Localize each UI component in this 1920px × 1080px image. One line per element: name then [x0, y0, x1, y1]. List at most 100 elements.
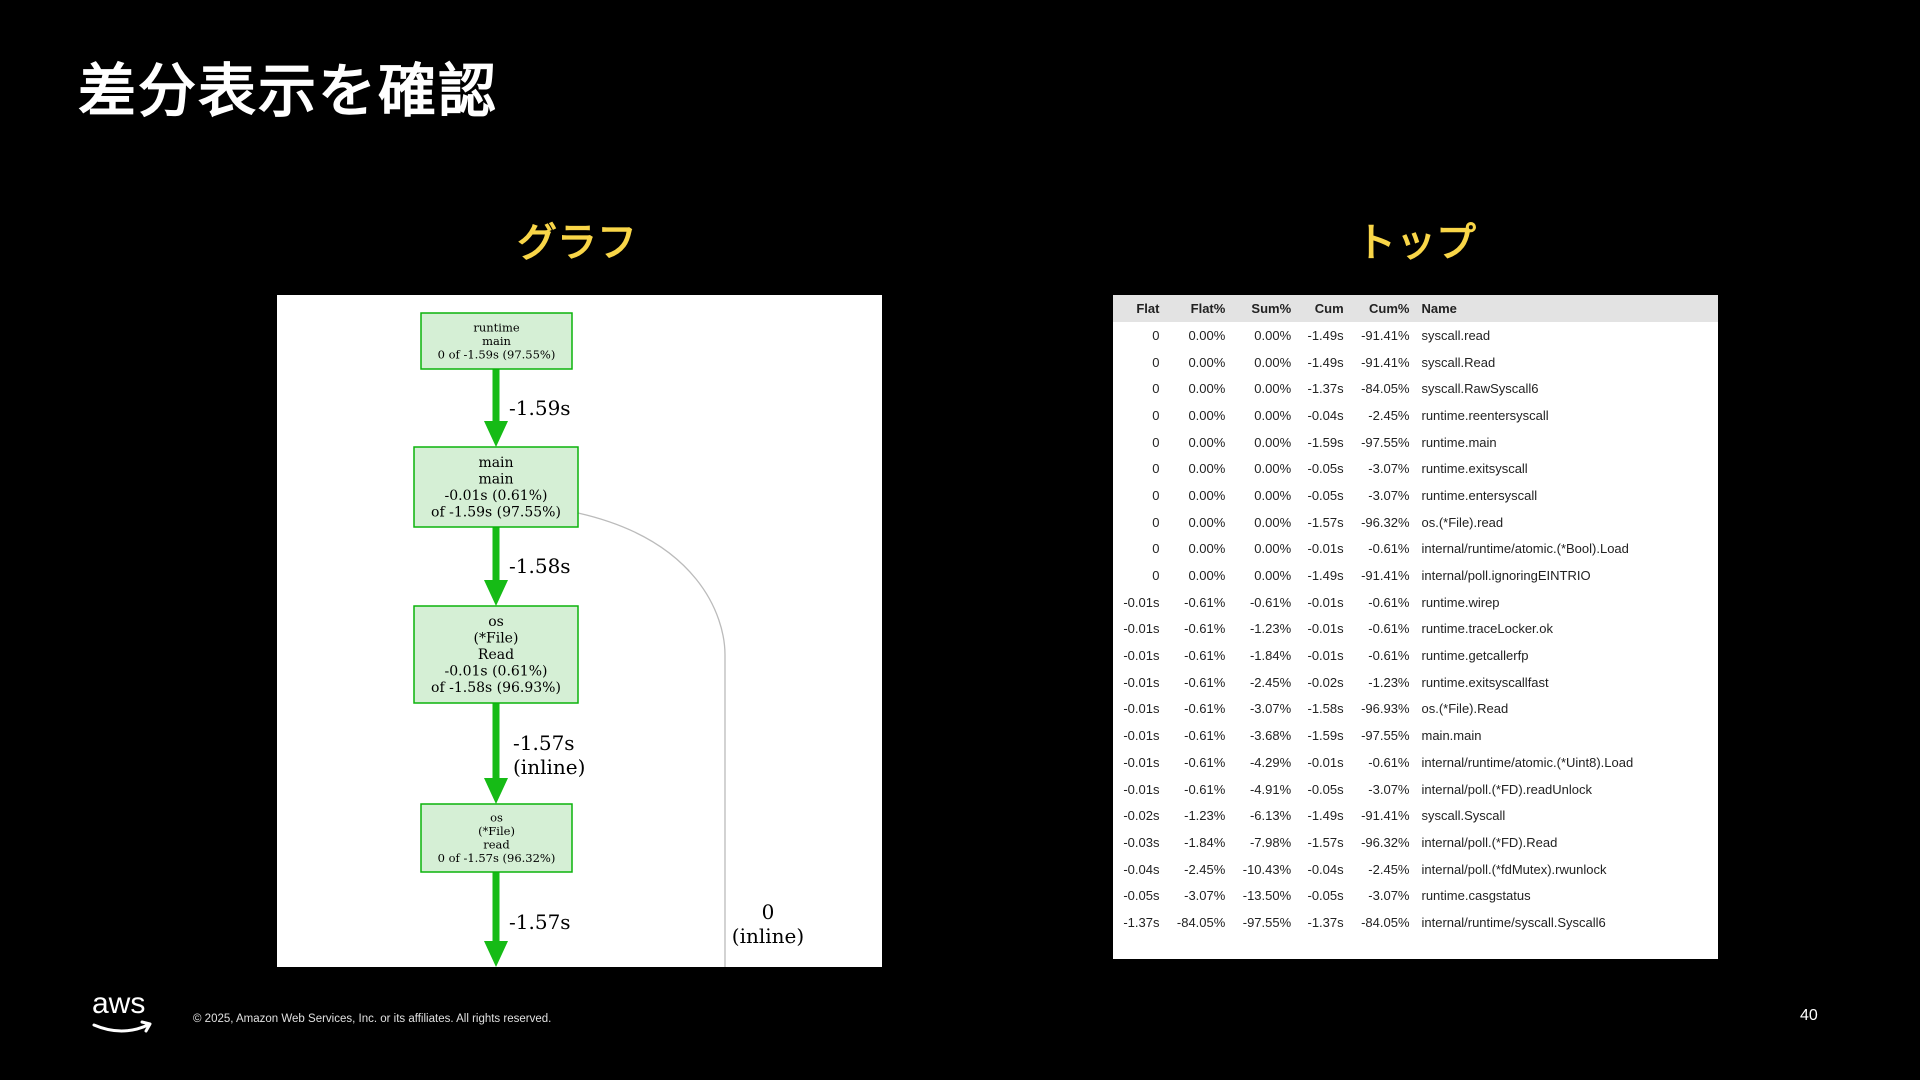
- table-row[interactable]: -1.37s-84.05%-97.55%-1.37s-84.05%interna…: [1113, 909, 1718, 936]
- table-row[interactable]: -0.01s-0.61%-0.61%-0.01s-0.61%runtime.wi…: [1113, 589, 1718, 616]
- graph-node-label: os: [490, 811, 503, 825]
- table-row[interactable]: -0.01s-0.61%-1.23%-0.01s-0.61%runtime.tr…: [1113, 616, 1718, 643]
- table-cell: -0.61%: [1368, 541, 1410, 557]
- aws-logo-text: aws: [92, 987, 146, 1020]
- table-cell: 0.00%: [1254, 514, 1292, 530]
- table-cell: -0.01s: [1123, 728, 1160, 744]
- column-header-cum-pct[interactable]: Cum%: [1349, 295, 1416, 322]
- table-row[interactable]: -0.05s-3.07%-13.50%-0.05s-3.07%runtime.c…: [1113, 882, 1718, 909]
- table-cell: -7.98%: [1249, 834, 1292, 850]
- column-header-flat-pct[interactable]: Flat%: [1165, 295, 1232, 322]
- table-row[interactable]: -0.01s-0.61%-2.45%-0.02s-1.23%runtime.ex…: [1113, 669, 1718, 696]
- column-header-cum[interactable]: Cum: [1297, 295, 1350, 322]
- table-cell: -2.45%: [1184, 861, 1226, 877]
- table-cell: -91.41%: [1361, 808, 1410, 824]
- table-cell: 0: [1152, 327, 1160, 343]
- table-cell: -0.04s: [1307, 861, 1344, 877]
- table-row[interactable]: -0.01s-0.61%-3.07%-1.58s-96.93%os.(*File…: [1113, 696, 1718, 723]
- graph-node-label: of -1.58s (96.93%): [431, 680, 561, 696]
- table-cell: syscall.Read: [1421, 354, 1496, 370]
- column-header-name[interactable]: Name: [1415, 295, 1718, 322]
- table-cell: 0: [1152, 407, 1160, 423]
- copyright-text: © 2025, Amazon Web Services, Inc. or its…: [193, 1013, 552, 1025]
- top-heading: トップ: [1356, 220, 1476, 266]
- table-cell: internal/runtime/syscall.Syscall6: [1421, 914, 1606, 930]
- table-cell: -0.02s: [1307, 674, 1344, 690]
- table-cell: -4.91%: [1249, 781, 1292, 797]
- table-cell: main.main: [1421, 728, 1482, 744]
- table-row[interactable]: -0.03s-1.84%-7.98%-1.57s-96.32%internal/…: [1113, 829, 1718, 856]
- table-cell: 0: [1152, 568, 1160, 584]
- table-cell: -3.07%: [1184, 888, 1226, 904]
- table-cell: -96.93%: [1361, 701, 1410, 717]
- table-cell: -0.61%: [1368, 754, 1410, 770]
- table-cell: -0.61%: [1184, 701, 1226, 717]
- table-cell: -3.07%: [1368, 461, 1410, 477]
- graph-node: [420, 312, 573, 370]
- table-cell: internal/runtime/atomic.(*Uint8).Load: [1421, 754, 1634, 770]
- table-cell: -0.61%: [1184, 674, 1226, 690]
- graph-edge-arrow: [484, 421, 508, 447]
- graph-node-label: os: [488, 614, 504, 630]
- table-cell: 0: [1152, 381, 1160, 397]
- table-cell: -0.01s: [1123, 674, 1160, 690]
- table-cell: -84.05%: [1361, 381, 1410, 397]
- table-cell: -0.01s: [1307, 541, 1344, 557]
- column-header-flat[interactable]: Flat: [1113, 295, 1166, 322]
- table-cell: -0.01s: [1307, 594, 1344, 610]
- table-cell: syscall.read: [1421, 327, 1491, 343]
- table-cell: -0.61%: [1368, 594, 1410, 610]
- table-row[interactable]: -0.01s-0.61%-3.68%-1.59s-97.55%main.main: [1113, 722, 1718, 749]
- graph-node-label: main: [482, 334, 511, 348]
- aws-logo: aws: [92, 987, 154, 1035]
- table-cell: 0.00%: [1254, 327, 1292, 343]
- table-cell: -0.61%: [1184, 781, 1226, 797]
- table-cell: os.(*File).read: [1421, 514, 1504, 530]
- graph-edge-arrow: [484, 580, 508, 606]
- table-cell: runtime.getcallerfp: [1421, 648, 1529, 664]
- table-cell: syscall.RawSyscall6: [1421, 381, 1539, 397]
- table-cell: 0.00%: [1188, 434, 1226, 450]
- table-cell: -0.01s: [1307, 754, 1344, 770]
- table-cell: -0.01s: [1123, 594, 1160, 610]
- table-cell: -84.05%: [1176, 914, 1226, 930]
- table-cell: -3.07%: [1368, 888, 1410, 904]
- table-cell: 0: [1152, 514, 1160, 530]
- table-cell: os.(*File).Read: [1421, 701, 1509, 717]
- table-cell: 0.00%: [1254, 487, 1292, 503]
- table-row[interactable]: -0.02s-1.23%-6.13%-1.49s-91.41%syscall.S…: [1113, 802, 1718, 829]
- column-header-sum-pct[interactable]: Sum%: [1231, 295, 1298, 322]
- graph-edge-label: (inline): [732, 924, 804, 948]
- graph-node: [413, 446, 579, 528]
- table-row[interactable]: -0.01s-0.61%-4.29%-0.01s-0.61%internal/r…: [1113, 749, 1718, 776]
- table-row[interactable]: -0.01s-0.61%-1.84%-0.01s-0.61%runtime.ge…: [1113, 642, 1718, 669]
- table-cell: -0.04s: [1123, 861, 1160, 877]
- table-cell: -0.05s: [1307, 487, 1344, 503]
- table-cell: -0.01s: [1123, 701, 1160, 717]
- table-cell: 0: [1152, 541, 1160, 557]
- table-cell: -0.01s: [1123, 621, 1160, 637]
- table-row[interactable]: -0.01s-0.61%-4.91%-0.05s-3.07%internal/p…: [1113, 776, 1718, 803]
- table-cell: -1.23%: [1184, 808, 1226, 824]
- table-cell: runtime.casgstatus: [1421, 888, 1531, 904]
- table-cell: -0.01s: [1123, 781, 1160, 797]
- table-cell: 0.00%: [1254, 354, 1292, 370]
- table-cell: 0.00%: [1254, 541, 1292, 557]
- graph-node-label: -0.01s (0.61%): [445, 664, 548, 680]
- table-cell: -97.55%: [1242, 914, 1292, 930]
- table-cell: runtime.traceLocker.ok: [1421, 621, 1554, 637]
- graph-node-label: -0.01s (0.61%): [445, 488, 548, 504]
- table-row[interactable]: -0.04s-2.45%-10.43%-0.04s-2.45%internal/…: [1113, 856, 1718, 883]
